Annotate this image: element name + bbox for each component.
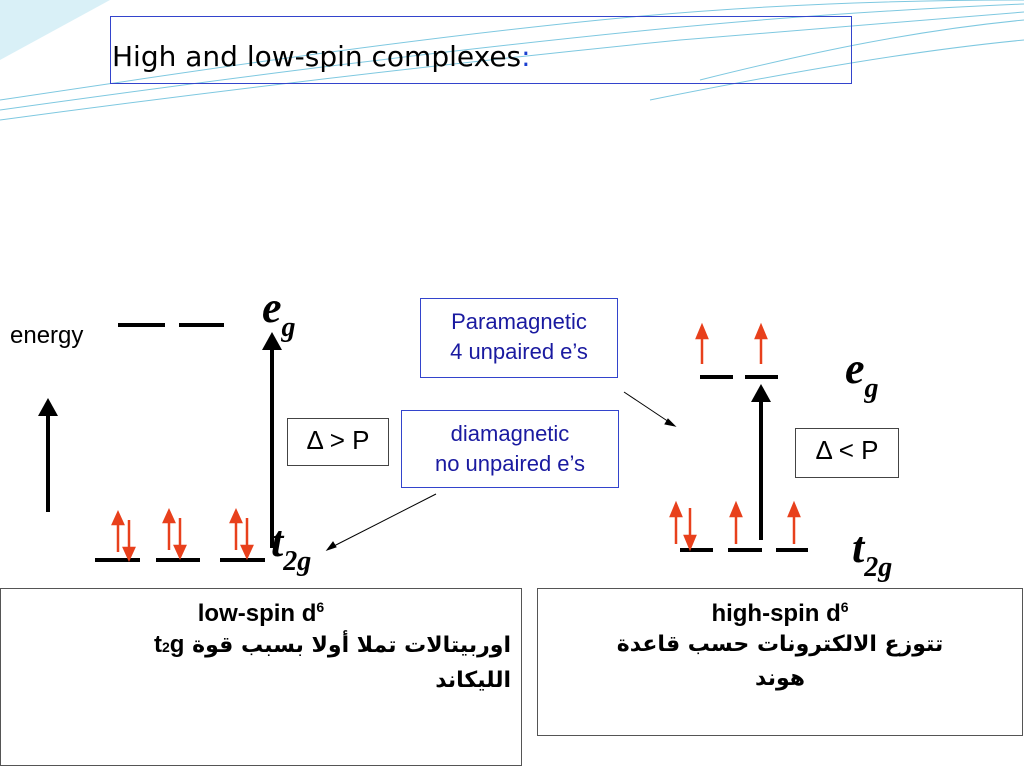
high-spin-title-text: high-spin d [711, 600, 841, 627]
low-spin-arabic-line2: الليكاند [435, 668, 511, 693]
diamagnetic-callout: diamagnetic no unpaired e’s [401, 410, 619, 488]
low-spin-electrons [111, 507, 254, 563]
delta-greater-box: Δ > P [287, 418, 389, 466]
eg-main: e [845, 344, 865, 393]
title-main: High and low-spin complexes [112, 40, 522, 73]
low-spin-caption: low-spin d6 اوربيتالات تملا أولا بسبب قو… [0, 588, 522, 766]
diamagnetic-line1: diamagnetic [450, 421, 570, 446]
low-spin-splitting-arrow [262, 332, 282, 548]
eg-main: e [262, 283, 282, 332]
high-spin-title: high-spin d6 [538, 599, 1022, 628]
energy-axis-arrow [38, 398, 58, 512]
low-spin-eg-label: eg [262, 282, 296, 344]
low-spin-t2g-label: t2g [271, 516, 311, 578]
delta-less-box: Δ < P [795, 428, 899, 478]
t2g-inline: t2g [154, 631, 184, 658]
callout-pointers [325, 391, 677, 551]
low-spin-title-text: low-spin d [197, 600, 317, 627]
title-colon: : [521, 40, 531, 73]
background-wave-decoration [0, 0, 1024, 121]
high-spin-splitting-arrow [751, 384, 771, 540]
eg-sub: g [281, 312, 296, 343]
low-spin-sup: 6 [316, 599, 325, 615]
eg-sub: g [864, 373, 879, 404]
high-spin-arabic-line1: تتوزع الالكترونات حسب قاعدة [616, 632, 944, 657]
high-spin-sup: 6 [840, 599, 849, 615]
energy-label: energy [10, 322, 84, 349]
t2g-main: t [271, 517, 284, 566]
low-spin-ar-text: اوربيتالات تملا أولا بسبب قوة [192, 633, 511, 658]
high-spin-electrons [669, 322, 801, 552]
t2g-main: t [852, 523, 865, 572]
low-spin-arabic-line1: اوربيتالات تملا أولا بسبب قوة t2g [1, 628, 521, 664]
title-box [110, 16, 852, 84]
low-spin-title: low-spin d6 [1, 599, 521, 628]
t2g-sub: 2g [864, 552, 893, 583]
slide-title: High and low-spin complexes: [112, 40, 531, 73]
t2g-inline-g: g [169, 631, 185, 658]
paramagnetic-callout: Paramagnetic 4 unpaired e’s [420, 298, 618, 378]
t2g-inline-sub: 2 [161, 639, 170, 655]
diamagnetic-line2: no unpaired e’s [434, 451, 586, 476]
high-spin-caption: high-spin d6 تتوزع الالكترونات حسب قاعدة… [537, 588, 1023, 736]
high-spin-eg-label: eg [845, 343, 879, 405]
paramagnetic-line2: 4 unpaired e’s [450, 339, 588, 364]
t2g-inline-t: t [153, 631, 162, 658]
paramagnetic-line1: Paramagnetic [451, 309, 587, 334]
t2g-sub: 2g [283, 546, 312, 577]
high-spin-arabic-line2: هوند [754, 666, 805, 691]
high-spin-t2g-label: t2g [852, 522, 892, 584]
